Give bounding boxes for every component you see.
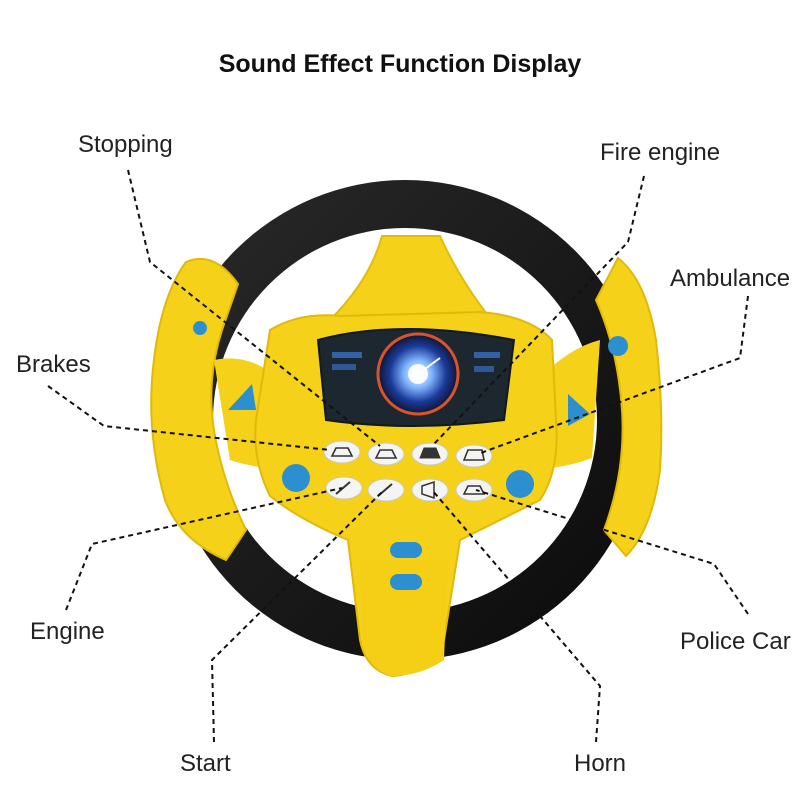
leader-brakes (47, 385, 331, 451)
diagram-title: Sound Effect Function Display (218, 50, 582, 78)
leader-ambulance (477, 295, 749, 455)
left-grip (150, 257, 248, 562)
car-front-icon (330, 447, 354, 457)
leader-fire-engine (431, 175, 645, 447)
left-arrow-icon[interactable] (228, 384, 256, 410)
police-car-key[interactable] (455, 478, 493, 502)
start-key[interactable] (367, 478, 405, 502)
label-engine: Engine (30, 618, 105, 645)
leader-stopping (127, 169, 381, 447)
lower-pill-button-1[interactable] (390, 542, 422, 558)
horn-icon (421, 480, 435, 500)
right-grip-dot (608, 336, 628, 356)
left-grip-dot (193, 321, 207, 335)
ambulance-icon (462, 449, 485, 461)
fire-engine-key[interactable] (411, 442, 449, 466)
label-brakes: Brakes (16, 351, 91, 378)
label-police-car: Police Car (680, 628, 791, 655)
label-ambulance: Ambulance (670, 265, 791, 292)
engine-key[interactable] (325, 476, 363, 500)
fire-truck-icon (419, 447, 441, 459)
horn-key[interactable] (411, 478, 449, 502)
right-round-button[interactable] (506, 470, 534, 498)
label-start: Start (180, 750, 231, 777)
stopping-key[interactable] (367, 442, 405, 466)
label-horn: Horn (574, 750, 627, 777)
leader-police-car (475, 489, 749, 615)
brakes-key[interactable] (323, 440, 361, 464)
right-grip (594, 256, 663, 558)
bottom-column (360, 560, 448, 676)
leader-horn (431, 489, 602, 743)
police-car-icon (462, 485, 486, 495)
label-fire-engine: Fire engine (600, 139, 721, 166)
lower-pill-button-2[interactable] (390, 574, 422, 590)
wrench-icon (335, 481, 351, 495)
left-round-button[interactable] (282, 464, 310, 492)
car-icon (374, 449, 398, 459)
label-stopping: Stopping (78, 131, 173, 158)
leader-start (210, 489, 385, 743)
right-arrow-icon[interactable] (568, 394, 590, 426)
hub-fin (327, 235, 493, 322)
ambulance-key[interactable] (455, 444, 493, 468)
